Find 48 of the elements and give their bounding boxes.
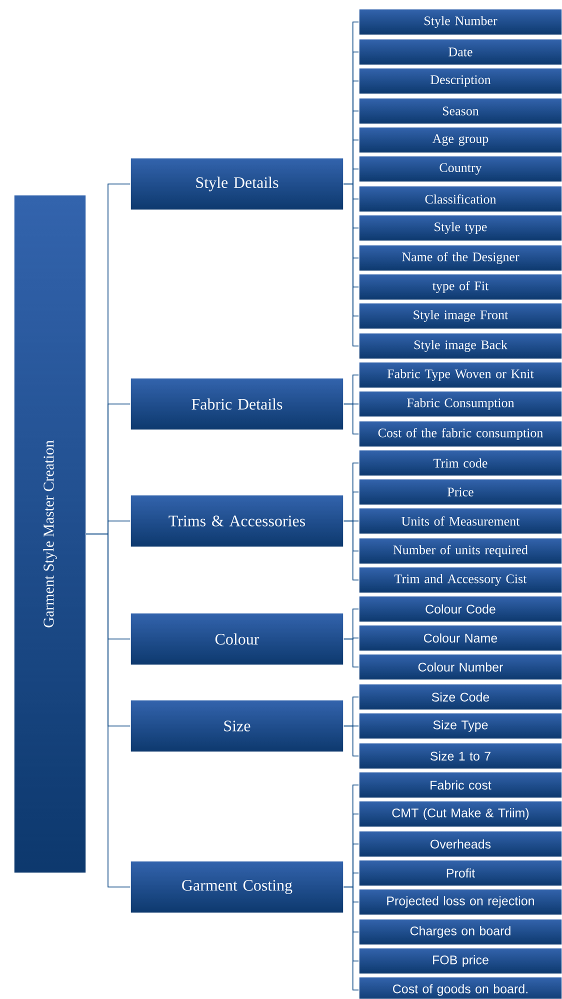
item-box: Style Number — [358, 8, 562, 36]
category-box: Trims & Accessories — [130, 494, 344, 548]
category-box: Style Details — [130, 158, 344, 210]
category-box: Garment Costing — [130, 860, 344, 914]
item-box: Classification — [358, 186, 562, 212]
item-box: Colour Name — [358, 624, 562, 652]
item-box: Colour Number — [358, 654, 562, 680]
item-box: Fabric Consumption — [358, 390, 562, 418]
item-box: Number of units required — [358, 538, 562, 564]
item-box: Colour Code — [358, 596, 562, 622]
connector — [86, 534, 130, 888]
item-box: Charges on board — [358, 918, 562, 946]
item-box: Fabric Type Woven or Knit — [358, 362, 562, 388]
item-box: Season — [358, 98, 562, 124]
item-box: Country — [358, 156, 562, 182]
item-box: Name of the Designer — [358, 244, 562, 272]
category-box: Size — [130, 700, 344, 752]
item-box: Age group — [358, 126, 562, 154]
connector — [344, 184, 359, 346]
connector — [344, 404, 359, 434]
item-box: FOB price — [358, 948, 562, 974]
item-box: Size 1 to 7 — [358, 742, 562, 770]
item-box: Size Type — [358, 712, 562, 740]
category-box: Colour — [130, 612, 344, 666]
item-box: Overheads — [358, 830, 562, 858]
item-box: Price — [358, 478, 562, 506]
connector — [344, 638, 359, 668]
item-box: Cost of goods on board. — [358, 976, 562, 999]
item-box: Cost of the fabric consumption — [358, 420, 562, 448]
item-box: CMT (Cut Make & Triim) — [358, 800, 562, 828]
root-box: Garment Style Master Creation — [14, 194, 86, 874]
item-box: Style image Back — [358, 332, 562, 360]
item-box: Trim and Accessory Cist — [358, 566, 562, 594]
item-box: type of Fit — [358, 274, 562, 300]
item-box: Style image Front — [358, 302, 562, 330]
connector — [344, 886, 359, 990]
item-box: Fabric cost — [358, 772, 562, 798]
connector — [344, 726, 359, 756]
item-box: Units of Measurement — [358, 508, 562, 534]
item-box: Profit — [358, 860, 562, 886]
item-box: Date — [358, 38, 562, 66]
item-box: Trim code — [358, 450, 562, 476]
item-box: Size Code — [358, 684, 562, 710]
item-box: Description — [358, 68, 562, 94]
item-box: Projected loss on rejection — [358, 888, 562, 916]
connector — [344, 520, 359, 580]
item-box: Style type — [358, 214, 562, 242]
category-box: Fabric Details — [130, 378, 344, 430]
